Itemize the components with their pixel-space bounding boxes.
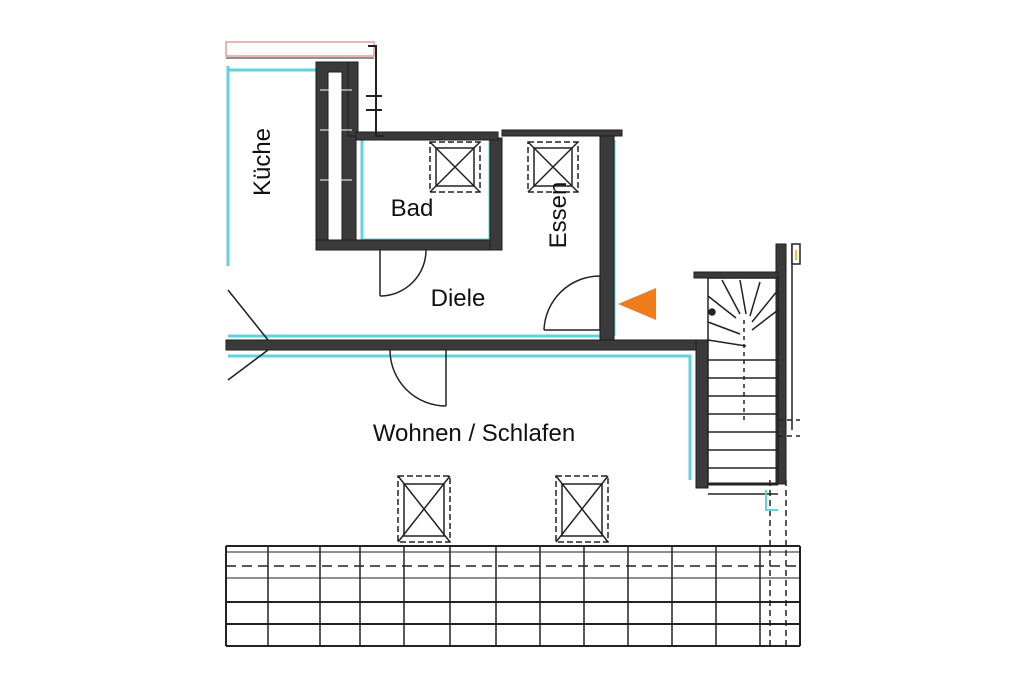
right-edge bbox=[765, 243, 801, 646]
skylights-top bbox=[429, 141, 579, 193]
room-label-kueche: Küche bbox=[249, 128, 276, 196]
top-edge bbox=[225, 41, 375, 59]
skylights-bottom bbox=[397, 475, 609, 543]
pipe-fixture bbox=[366, 45, 384, 137]
room-label-wohnen-schlafen: Wohnen / Schlafen bbox=[373, 420, 575, 447]
room-label-bad: Bad bbox=[391, 195, 434, 222]
walls bbox=[225, 61, 787, 489]
wall-hatch bbox=[320, 89, 352, 181]
room-label-essen: Essen bbox=[545, 182, 572, 249]
balcony-railing bbox=[225, 545, 801, 647]
entrance-marker-icon bbox=[618, 288, 656, 320]
room-label-diele: Diele bbox=[431, 285, 486, 312]
doors bbox=[227, 249, 601, 407]
